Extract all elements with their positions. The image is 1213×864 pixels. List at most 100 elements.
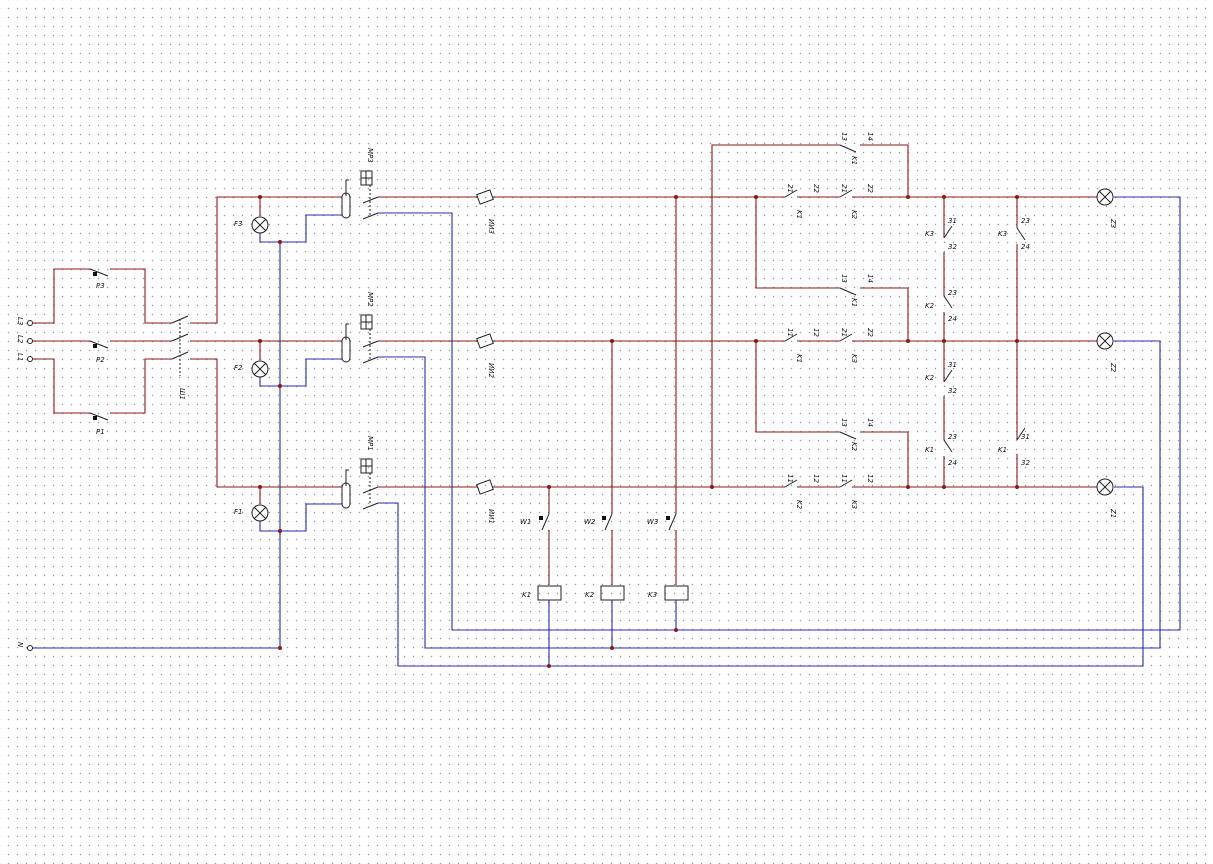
phase-lamp-f3-label: F3	[234, 220, 242, 228]
label-12a: 12	[812, 328, 820, 337]
label-24c: 24	[1021, 243, 1030, 251]
label-k2d: K2	[925, 302, 935, 310]
motor-breaker-mp2-label: МР2	[366, 292, 374, 307]
label-21b: 21	[840, 184, 848, 193]
terminal-l2[interactable]: L2	[16, 335, 33, 344]
label-k2c: K2	[795, 500, 803, 510]
interlock-contacts	[711, 144, 1097, 488]
terminal-l1-label: L1	[16, 353, 24, 361]
motor-breaker-mp3-label: МР3	[366, 148, 374, 163]
motor-breaker-mp1[interactable]: МР1	[341, 436, 379, 510]
terminal-n[interactable]: N	[16, 642, 33, 651]
label-23a: 23	[948, 289, 957, 297]
label-k1b: K1	[795, 210, 803, 219]
fuse-2-label: ИИ2	[487, 363, 495, 378]
output-lamp-z3: Z3	[1096, 188, 1117, 228]
label-11a: 11	[786, 328, 794, 337]
label-22b: 22	[866, 184, 874, 193]
label-k3d: K3	[998, 230, 1007, 238]
label-12c: 12	[866, 474, 874, 483]
label-24a: 24	[948, 315, 957, 323]
button-p3[interactable]: P3	[89, 268, 109, 290]
label-23c: 23	[1021, 217, 1030, 225]
phase-lamp-f2-label: F2	[234, 364, 243, 372]
phase-lamp-f2: F2	[234, 341, 342, 387]
coil-k2-label: K2	[585, 591, 595, 599]
motor-breaker-mp2[interactable]: МР2	[341, 292, 379, 364]
label-k1f: K1	[998, 446, 1007, 454]
main-switch-label: Ш1	[178, 388, 186, 400]
coil-k1: K1	[522, 585, 562, 666]
fuse-2: ИИ2	[476, 333, 495, 378]
label-14c: 14	[866, 418, 874, 427]
label-32c: 32	[1021, 459, 1030, 467]
terminal-l3-label: L3	[16, 317, 24, 325]
label-k2b: K2	[850, 442, 858, 452]
coil-k1-label: K1	[522, 591, 531, 599]
terminal-l3[interactable]: L3	[16, 317, 33, 326]
terminal-l1[interactable]: L1	[16, 353, 33, 362]
label-21a: 21	[786, 184, 794, 193]
control-switch-w1-label: W1	[520, 518, 531, 526]
label-31c: 31	[1021, 433, 1030, 441]
main-switch[interactable]: Ш1	[171, 315, 189, 400]
label-13b: 13	[840, 274, 848, 283]
label-k1a: K1	[850, 156, 858, 165]
coil-k3: K3	[648, 585, 689, 630]
label-24b: 24	[948, 459, 957, 467]
label-21c: 21	[840, 328, 848, 337]
label-k3c: K3	[925, 230, 934, 238]
phase-buses	[378, 196, 785, 488]
label-k3a: K3	[850, 354, 858, 363]
control-switch-w1[interactable]: W1	[520, 487, 550, 585]
phase-lamp-f1: F1	[234, 487, 342, 532]
button-p1-label: P1	[96, 428, 105, 436]
label-32a: 32	[948, 243, 957, 251]
input-wiring	[33, 196, 342, 649]
control-switch-w2[interactable]: W2	[584, 341, 613, 585]
coil-k2: K2	[585, 585, 625, 648]
phase-lamp-f3: F3	[234, 197, 342, 243]
label-32b: 32	[948, 387, 957, 395]
junction-nodes	[258, 195, 1019, 668]
control-switch-w3-label: W3	[647, 518, 658, 526]
label-k1e: K1	[925, 446, 934, 454]
fuse-1: ИИ1	[476, 479, 495, 524]
button-p1[interactable]: P1	[89, 412, 109, 436]
label-11c: 11	[840, 474, 848, 483]
button-p2[interactable]: P2	[89, 340, 109, 364]
fuse-3: ИИ3	[476, 189, 495, 234]
label-k2a: K2	[850, 210, 858, 220]
label-12b: 12	[812, 474, 820, 483]
terminal-l2-label: L2	[16, 335, 24, 344]
label-k2e: K2	[925, 374, 935, 382]
label-k1d: K1	[795, 354, 803, 363]
label-13c: 13	[840, 418, 848, 427]
output-lamp-z1: Z1	[1096, 478, 1117, 518]
motor-breaker-mp1-label: МР1	[366, 436, 374, 451]
coil-k3-label: K3	[648, 591, 657, 599]
contact-labels: 13 14 K1 21 22 K1 21 22 K2 13 14 K1 11 1…	[786, 132, 1030, 510]
label-22c: 22	[866, 328, 874, 337]
phase-lamp-f1-label: F1	[234, 508, 242, 516]
label-23b: 23	[948, 433, 957, 441]
label-31a: 31	[948, 217, 957, 225]
label-13a: 13	[840, 132, 848, 141]
output-lamp-z1-label: Z1	[1109, 508, 1117, 518]
fuse-1-label: ИИ1	[487, 509, 495, 524]
label-k1c: K1	[850, 298, 858, 307]
fuse-3-label: ИИ3	[487, 219, 495, 234]
label-14a: 14	[866, 132, 874, 141]
control-switch-w3[interactable]: W3	[647, 197, 677, 585]
label-31b: 31	[948, 361, 957, 369]
label-22a: 22	[812, 184, 820, 193]
button-p2-label: P2	[96, 356, 105, 364]
label-11b: 11	[786, 474, 794, 483]
label-k3b: K3	[850, 500, 858, 509]
control-switch-w2-label: W2	[584, 518, 596, 526]
neutral-returns	[378, 196, 1181, 667]
button-p3-label: P3	[96, 282, 105, 290]
output-lamp-z3-label: Z3	[1109, 218, 1117, 228]
motor-breaker-mp3[interactable]: МР3	[341, 148, 379, 220]
